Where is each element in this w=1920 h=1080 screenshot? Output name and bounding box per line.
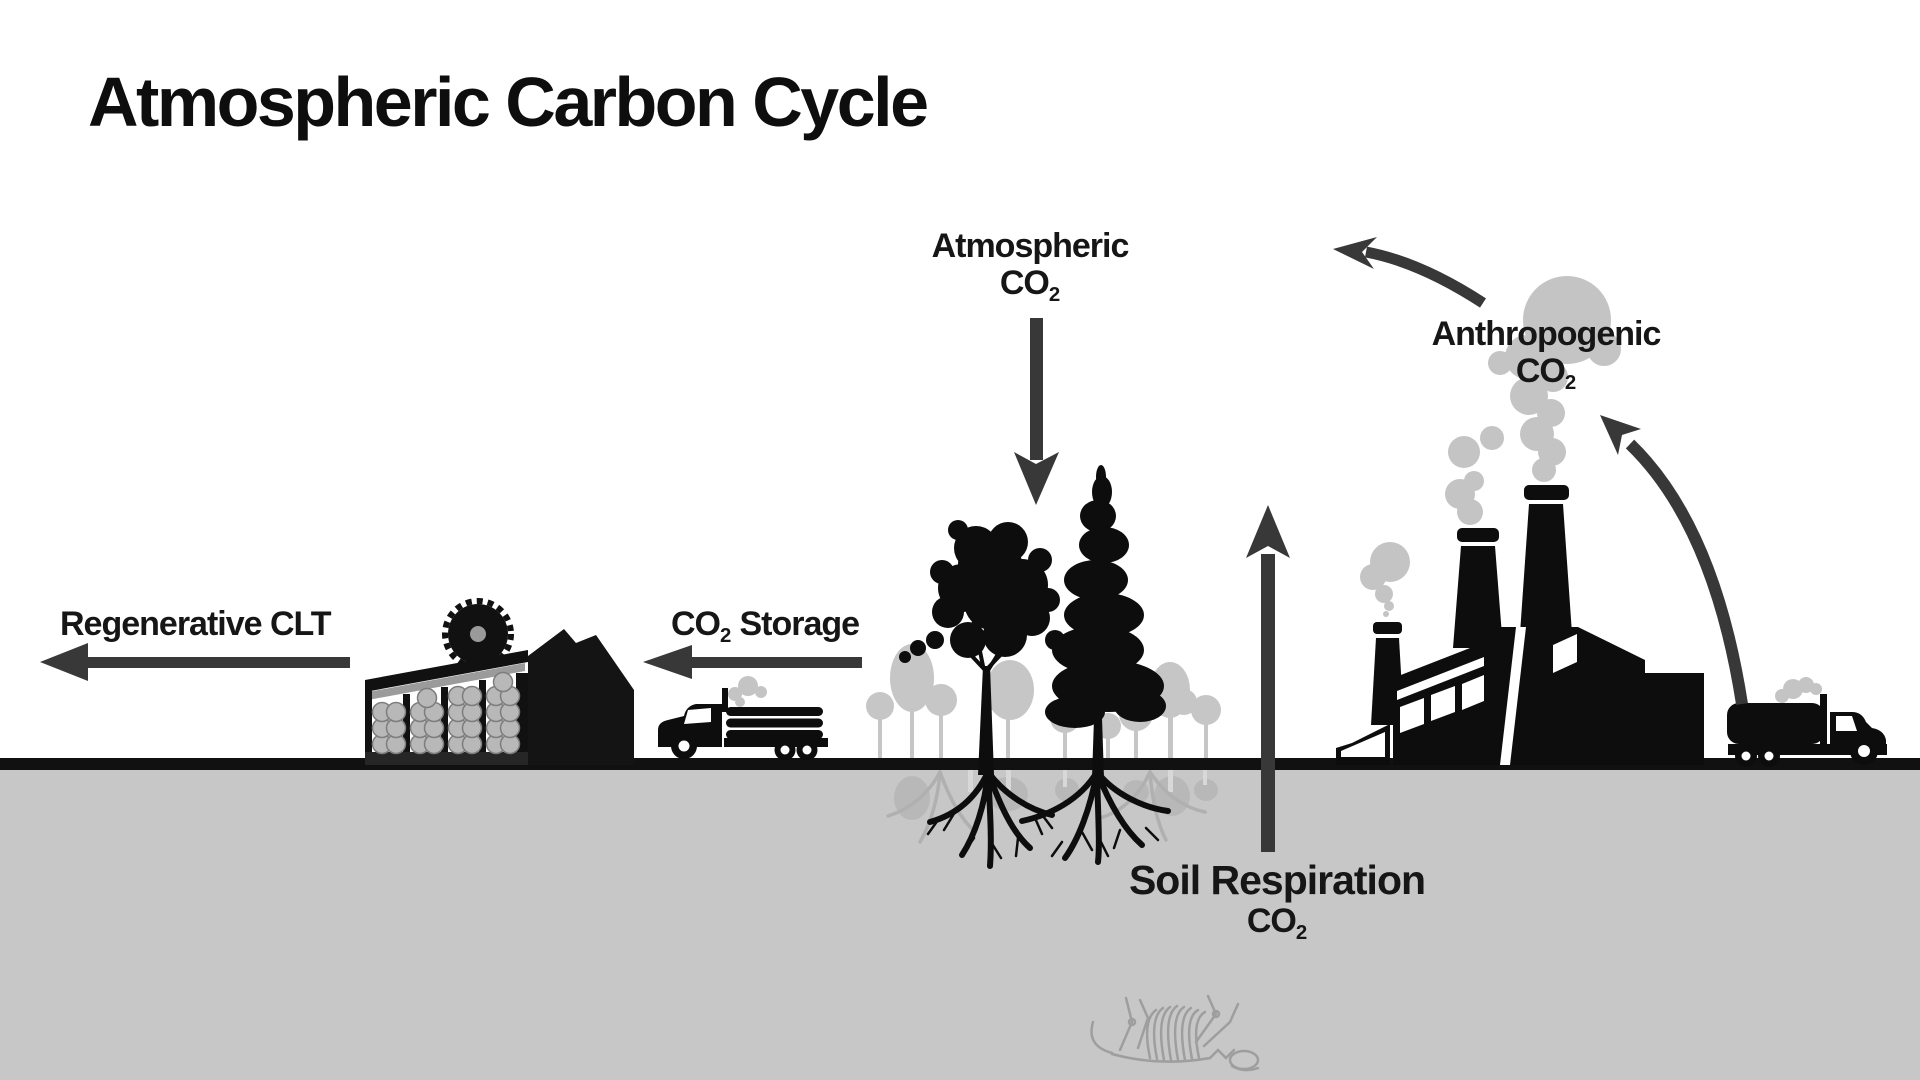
- mill-back-building: [528, 629, 634, 765]
- soil-respiration-line1: Soil Respiration: [1128, 857, 1426, 903]
- factory-to-atmosphere-arrow: [1364, 246, 1486, 308]
- log-truck-window: [684, 708, 711, 724]
- deciduous-tree: [899, 520, 1065, 775]
- anthropogenic-label-line1: Anthropogenic: [1431, 315, 1662, 353]
- soil-respiration-co2: CO2: [1246, 902, 1308, 944]
- page-title: Atmospheric Carbon Cycle: [88, 63, 929, 141]
- stacked-logs: [371, 671, 521, 755]
- atmospheric-co2-down-arrow: [1014, 318, 1059, 505]
- freight-truck-smoke: [1775, 677, 1822, 703]
- atmospheric-co2-label: Atmospheric CO2: [880, 227, 1180, 306]
- sawmill-building: [365, 598, 634, 765]
- faint-gray-roots: [886, 770, 1207, 844]
- shed-roof-stripe: [368, 663, 525, 700]
- truck-to-factory-smoke-arrow: [1625, 439, 1748, 705]
- freight-truck: [1727, 677, 1887, 767]
- soil-layer: [0, 766, 1920, 1080]
- atmospheric-label-co2: CO2: [999, 264, 1061, 306]
- conifer-tree: [1045, 465, 1166, 778]
- circular-saw-blade: [442, 598, 514, 670]
- freight-truck-window: [1836, 716, 1857, 731]
- background-gray-trees: [866, 644, 1221, 764]
- soil-respiration-up-arrow: [1246, 505, 1290, 852]
- regenerative-clt-label: Regenerative CLT: [60, 605, 332, 643]
- soil-respiration-label: Soil Respiration CO2: [1077, 857, 1477, 944]
- factory-main-building: [1393, 627, 1704, 765]
- anthropogenic-label-co2: CO2: [1515, 352, 1577, 394]
- anthropogenic-co2-label: Anthropogenic CO2: [1396, 315, 1696, 394]
- shed-base: [365, 752, 528, 765]
- log-truck: [658, 676, 828, 761]
- log-truck-smoke: [728, 676, 767, 707]
- regenerative-clt-arrow: [40, 643, 350, 681]
- curved-arrows: [1333, 237, 1748, 705]
- straight-arrows: [40, 318, 1290, 852]
- shed-roof: [365, 650, 528, 692]
- buried-skeleton: [1090, 994, 1260, 1072]
- atmospheric-label-line1: Atmospheric: [931, 227, 1130, 265]
- factory: [1336, 276, 1704, 765]
- factory-smoke: [1360, 276, 1621, 617]
- gray-trunk-stubs: [968, 770, 1207, 792]
- co2-storage-arrow: [643, 645, 862, 679]
- tree-roots: [926, 769, 1171, 869]
- forest-trees: [899, 465, 1166, 778]
